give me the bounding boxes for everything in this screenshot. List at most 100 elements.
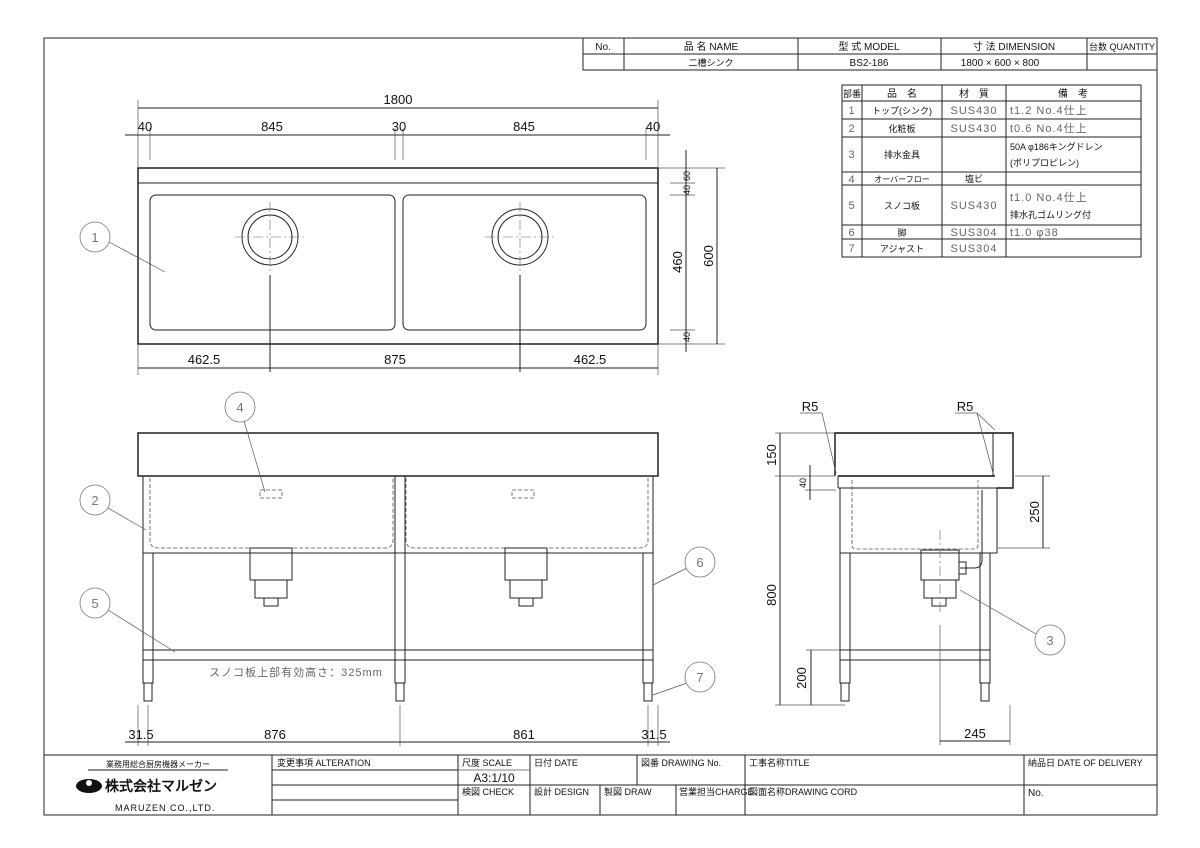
dim-depth-segment: 40 — [682, 332, 692, 342]
parts-header-no: 部番 — [843, 88, 861, 99]
part-name: アジャスト — [880, 244, 924, 254]
header-block: No. 品 名 NAME 型 式 MODEL 寸 法 DIMENSION 台数 … — [582, 37, 1158, 71]
callout-4 — [224, 391, 256, 423]
dim-leg-position: 876 — [264, 727, 286, 742]
callout-6 — [684, 546, 716, 578]
scale-label: 尺度 SCALE — [462, 757, 512, 768]
callout-label: 5 — [91, 596, 98, 611]
parts-header-material: 材 質 — [959, 87, 989, 100]
part-note: 50A φ186キングドレン — [1010, 141, 1103, 152]
header-name-label: 品 名 NAME — [684, 40, 739, 53]
callout-label: 7 — [696, 670, 703, 685]
dim-overall-width: 1800 — [384, 92, 413, 107]
shelf-clearance-note: スノコ板上部有効高さ：325mm — [209, 665, 383, 679]
callout-1 — [79, 221, 111, 253]
dim-segment: 30 — [392, 119, 406, 134]
dim-drain-offset: 245 — [964, 726, 986, 741]
leg — [642, 552, 654, 684]
part-material: SUS304 — [951, 227, 998, 239]
dim-bowl-depth: 250 — [1027, 501, 1042, 523]
part-no: 2 — [848, 123, 855, 135]
front-view: スノコ板上部有効高さ：325mm 31.5 876 861 31.5 4 2 5… — [79, 391, 716, 746]
callout-label: 6 — [696, 555, 703, 570]
overflow-icon — [259, 489, 283, 499]
parts-row: 6 脚 SUS304 t1.0 φ38 — [848, 227, 1059, 239]
part-name: トップ(シンク) — [872, 106, 932, 116]
parts-row: 7 アジャスト SUS304 — [848, 243, 996, 255]
parts-table: 部番 品 名 材 質 備 考 1 トップ(シンク) SUS430 t1.2 No… — [841, 84, 1142, 258]
dim-drain-position: 462.5 — [188, 352, 221, 367]
dim-overall-height: 800 — [764, 584, 779, 606]
left-bowl — [149, 194, 396, 331]
part-note-2: (ポリプロピレン) — [1010, 158, 1079, 168]
drawing-cord-label: 図面名称DRAWING CORD — [749, 786, 858, 797]
part-name: スノコ板 — [884, 200, 920, 211]
parts-row: 3 排水金具 50A φ186キングドレン (ポリプロピレン) — [848, 141, 1102, 168]
alteration-label: 変更事項 ALTERATION — [277, 757, 371, 768]
title-label: 工事名称TITLE — [749, 757, 810, 768]
design-label: 設計 DESIGN — [534, 786, 589, 797]
dim-segment: 845 — [261, 119, 283, 134]
parts-header-note: 備 考 — [1058, 87, 1088, 100]
part-no: 5 — [848, 200, 855, 212]
dim-drain-position: 462.5 — [574, 352, 607, 367]
part-note: t1.0 No.4仕上 — [1010, 191, 1088, 204]
no-label: No. — [1028, 788, 1044, 799]
part-note: t1.2 No.4仕上 — [1010, 104, 1088, 117]
side-view: R5 R5 150 40 800 200 250 245 3 — [764, 399, 1066, 745]
callout-label: 3 — [1046, 633, 1053, 648]
part-name: オーバーフロー — [874, 175, 929, 184]
header-model-label: 型 式 MODEL — [838, 40, 900, 53]
leg — [142, 552, 154, 684]
part-material: SUS430 — [951, 105, 998, 117]
dim-rim-height: 40 — [798, 478, 808, 488]
dim-depth-segment: 40 — [682, 185, 692, 195]
product-model: BS2-186 — [850, 58, 889, 69]
parts-row: 5 スノコ板 SUS430 t1.0 No.4仕上 排水孔ゴムリング付 — [848, 191, 1091, 220]
dim-leg-position: 31.5 — [128, 727, 153, 742]
dim-segment: 40 — [646, 119, 660, 134]
part-note: t1.0 φ38 — [1010, 227, 1059, 239]
radius-label-left: R5 — [802, 399, 819, 414]
parts-header-name: 品 名 — [887, 87, 917, 100]
header-no-label: No. — [595, 42, 611, 53]
part-name: 排水金具 — [884, 149, 920, 160]
header-quantity-label: 台数 QUANTITY — [1089, 41, 1155, 52]
part-material: SUS430 — [951, 200, 998, 212]
top-view: 1800 40 845 30 845 40 462.5 875 462.5 60… — [79, 92, 725, 375]
radius-label-right: R5 — [957, 399, 974, 414]
drawing-no-label: 図番 DRAWING No. — [641, 757, 721, 768]
maker-tagline: 業務用総合厨房機器メーカー — [106, 759, 210, 769]
callout-label: 2 — [91, 493, 98, 508]
part-no: 1 — [848, 105, 855, 117]
callout-label: 4 — [236, 400, 243, 415]
part-material: 塩ビ — [965, 173, 983, 184]
part-no: 4 — [848, 174, 855, 186]
callout-label: 1 — [91, 230, 98, 245]
date-label: 日付 DATE — [534, 758, 578, 768]
callout-3 — [1034, 624, 1066, 656]
part-no: 3 — [848, 149, 855, 161]
callout-7 — [684, 661, 716, 693]
leg — [394, 552, 406, 684]
dim-leg-position: 861 — [513, 727, 535, 742]
part-name: 化粧板 — [888, 123, 915, 134]
parts-row: 4 オーバーフロー 塩ビ — [848, 173, 983, 186]
check-label: 検図 CHECK — [462, 786, 514, 797]
parts-row: 1 トップ(シンク) SUS430 t1.2 No.4仕上 — [848, 104, 1088, 117]
dim-segment: 40 — [138, 119, 152, 134]
part-note: t0.6 No.4仕上 — [1010, 122, 1088, 135]
dim-segment: 845 — [513, 119, 535, 134]
product-name: 二槽シンク — [688, 57, 733, 68]
product-dimension: 1800 × 600 × 800 — [961, 58, 1040, 69]
scale-value: A3:1/10 — [473, 771, 515, 785]
dim-shelf-height: 200 — [794, 667, 809, 689]
callout-2 — [79, 484, 111, 516]
header-dimension-label: 寸 法 DIMENSION — [973, 40, 1055, 53]
part-no: 7 — [848, 243, 855, 255]
maruzen-logo: 業務用総合厨房機器メーカー 株式会社マルゼン MARUZEN CO.,LTD. — [76, 759, 228, 813]
dim-leg-position: 31.5 — [641, 727, 666, 742]
company-name-en: MARUZEN CO.,LTD. — [115, 803, 215, 813]
part-name: 脚 — [897, 228, 906, 238]
